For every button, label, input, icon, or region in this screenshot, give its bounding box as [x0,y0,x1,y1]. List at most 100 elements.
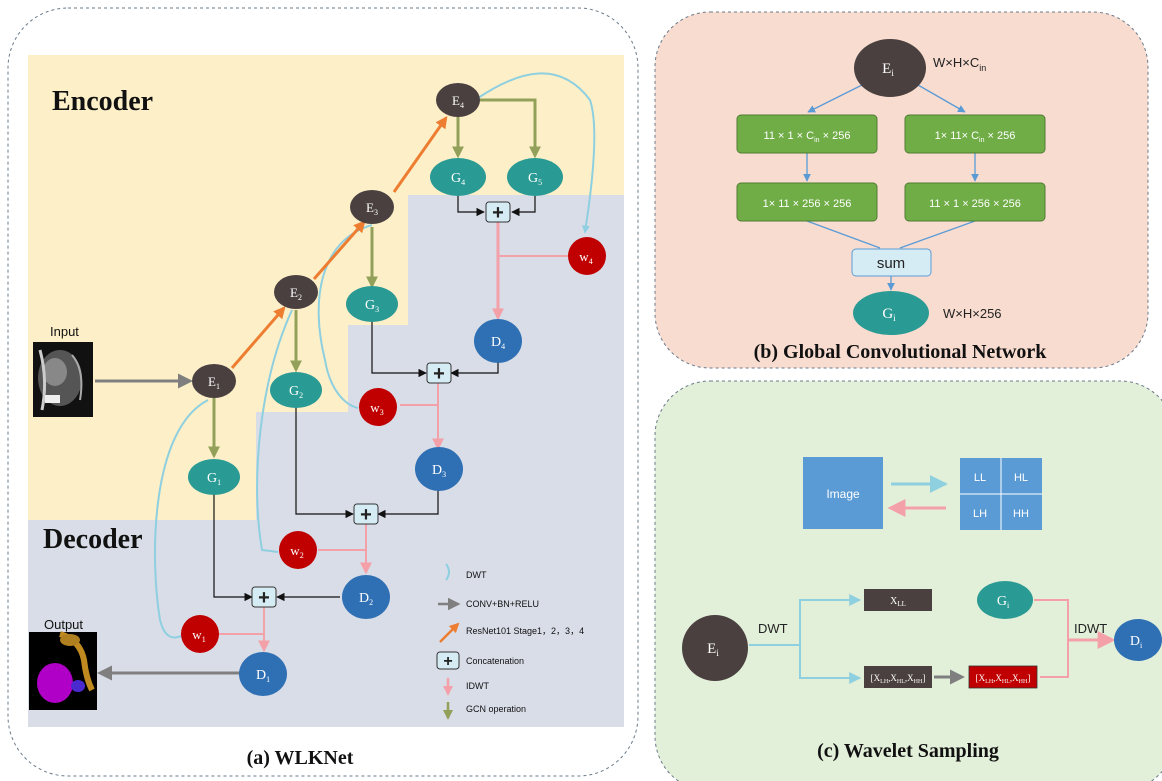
node-e3: E3 [350,190,394,224]
svg-text:+: + [360,504,372,526]
subband-ll: LL [974,472,986,484]
svg-text:sum: sum [877,255,905,272]
node-g3: G3 [346,286,398,322]
gcn-box-2-right: 11 × 1 × 256 × 256 [904,182,1046,222]
legend-resnet-label: ResNet101 Stage1，2，3，4 [466,626,584,636]
legend-concat-label: Concatenation [466,656,524,666]
legend-idwt-label: IDWT [466,681,489,691]
dwt-e2-w2 [256,309,293,553]
svg-text:+: + [492,202,504,224]
svg-text:w4: w4 [579,249,592,266]
panel-a-border [7,7,639,777]
svg-text:D3: D3 [432,463,446,479]
idwt-connections [219,218,568,653]
dwt-e3-w3 [317,224,373,409]
svg-text:E2: E2 [290,285,302,302]
legend-resnet-icon [439,622,460,643]
svg-text:G4: G4 [451,171,465,187]
subband-hl: HL [1014,472,1028,484]
node-d1: D1 [239,652,287,696]
weighted-high-box: [XLH,XHL,XHH] [968,665,1038,689]
node-e2: E2 [274,275,318,309]
svg-text:[XLH,XHL,XHH]: [XLH,XHL,XHH] [871,673,926,685]
svg-text:+: + [258,587,270,609]
svg-text:G1: G1 [207,471,221,487]
panel-b-bg [654,11,1149,369]
node-w3: w3 [359,388,397,426]
resnet-arrows [230,116,448,369]
wavelet-d-node: Di [1114,619,1162,661]
input-label: Input [50,324,79,339]
image-box: Image [803,457,883,529]
node-w1: w1 [181,615,219,653]
panel-a: Encoder Decoder Input Output [7,7,639,777]
node-g4: G4 [430,158,486,196]
wavelet-grid: LL HL LH HH [960,458,1042,530]
subband-hh: HH [1013,508,1029,520]
svg-text:w3: w3 [370,400,383,417]
node-g2: G2 [270,372,322,408]
wavelet-e-node: Ei [682,615,748,681]
legend: DWT CONV+BN+RELU ResNet101 Stage1，2，3，4 … [436,563,584,720]
node-w4: w4 [568,237,606,275]
gcn-box-2-left: 1× 11 × 256 × 256 [736,182,878,222]
concat-node-4: + [485,201,511,224]
legend-dwt-icon [445,563,450,581]
svg-text:1× 11× Cin × 256: 1× 11× Cin × 256 [935,130,1016,144]
node-d2: D2 [342,575,390,619]
gcn-box-1x1-right: 1× 11× Cin × 256 [904,114,1046,154]
wavelet-dwt-label: DWT [758,621,788,636]
concat-node-3: + [426,362,452,385]
x-high-box: [XLH,XHL,XHH] [864,666,932,688]
legend-concat-icon [436,651,460,670]
wavelet-idwt-label: IDWT [1074,621,1107,636]
svg-text:XLL: XLL [890,596,906,608]
panel-a-caption: (a) WLKNet [247,747,354,769]
legend-conv-label: CONV+BN+RELU [466,599,539,609]
svg-text:Ei: Ei [882,61,894,78]
dwt-connections [153,72,596,639]
svg-text:D4: D4 [491,335,505,351]
concat-node-1: + [251,586,277,609]
panel-b-caption: (b) Global Convolutional Network [754,341,1048,363]
gcn-arrows [208,98,541,459]
encoder-label: Encoder [52,86,153,117]
panel-c-caption: (c) Wavelet Sampling [817,740,999,762]
subband-lh: LH [973,508,987,520]
node-w2: w2 [279,531,317,569]
svg-text:1× 11 × 256 × 256: 1× 11 × 256 × 256 [763,198,852,210]
svg-text:G2: G2 [289,384,303,400]
legend-dwt-label: DWT [466,570,487,580]
svg-text:D1: D1 [256,668,270,684]
node-g5: G5 [507,158,563,196]
svg-text:+: + [433,363,445,385]
output-image [29,631,97,710]
gcn-input-node: Ei [854,39,926,97]
svg-text:11 × 1 × 256 × 256: 11 × 1 × 256 × 256 [929,198,1021,210]
concat-connections [213,196,536,602]
x-ll-box: XLL [864,589,932,611]
input-image [33,342,93,417]
gcn-box-1x1-left: 11 × 1 × Cin × 256 [736,114,878,154]
svg-text:w1: w1 [192,627,205,644]
legend-gcn-label: GCN operation [466,704,526,714]
gcn-sum-box: sum [851,248,932,277]
node-e4: E4 [436,83,480,117]
svg-text:Gi: Gi [997,594,1010,610]
gcn-output-dim: W×H×256 [943,306,1002,321]
dwt-e1-w1 [153,399,209,639]
panel-b: Ei W×H×Cin 11 × 1 × Cin × 256 1× 11× Cin… [654,11,1149,369]
wavelet-g-node: Gi [977,581,1033,619]
svg-text:Image: Image [826,487,860,501]
concat-node-2: + [353,503,379,526]
svg-text:E3: E3 [366,200,378,217]
svg-text:[XLH,XHL,XHH]: [XLH,XHL,XHH] [976,673,1031,685]
output-label: Output [44,617,83,632]
panel-c: Image LL HL LH HH Ei DWT XLL [XLH,XHL,XH… [654,380,1162,781]
svg-text:G3: G3 [365,298,379,314]
dwt-e4-w4 [477,72,596,234]
node-g1: G1 [188,459,240,495]
node-d4: D4 [474,319,522,363]
svg-text:Gi: Gi [882,306,896,323]
